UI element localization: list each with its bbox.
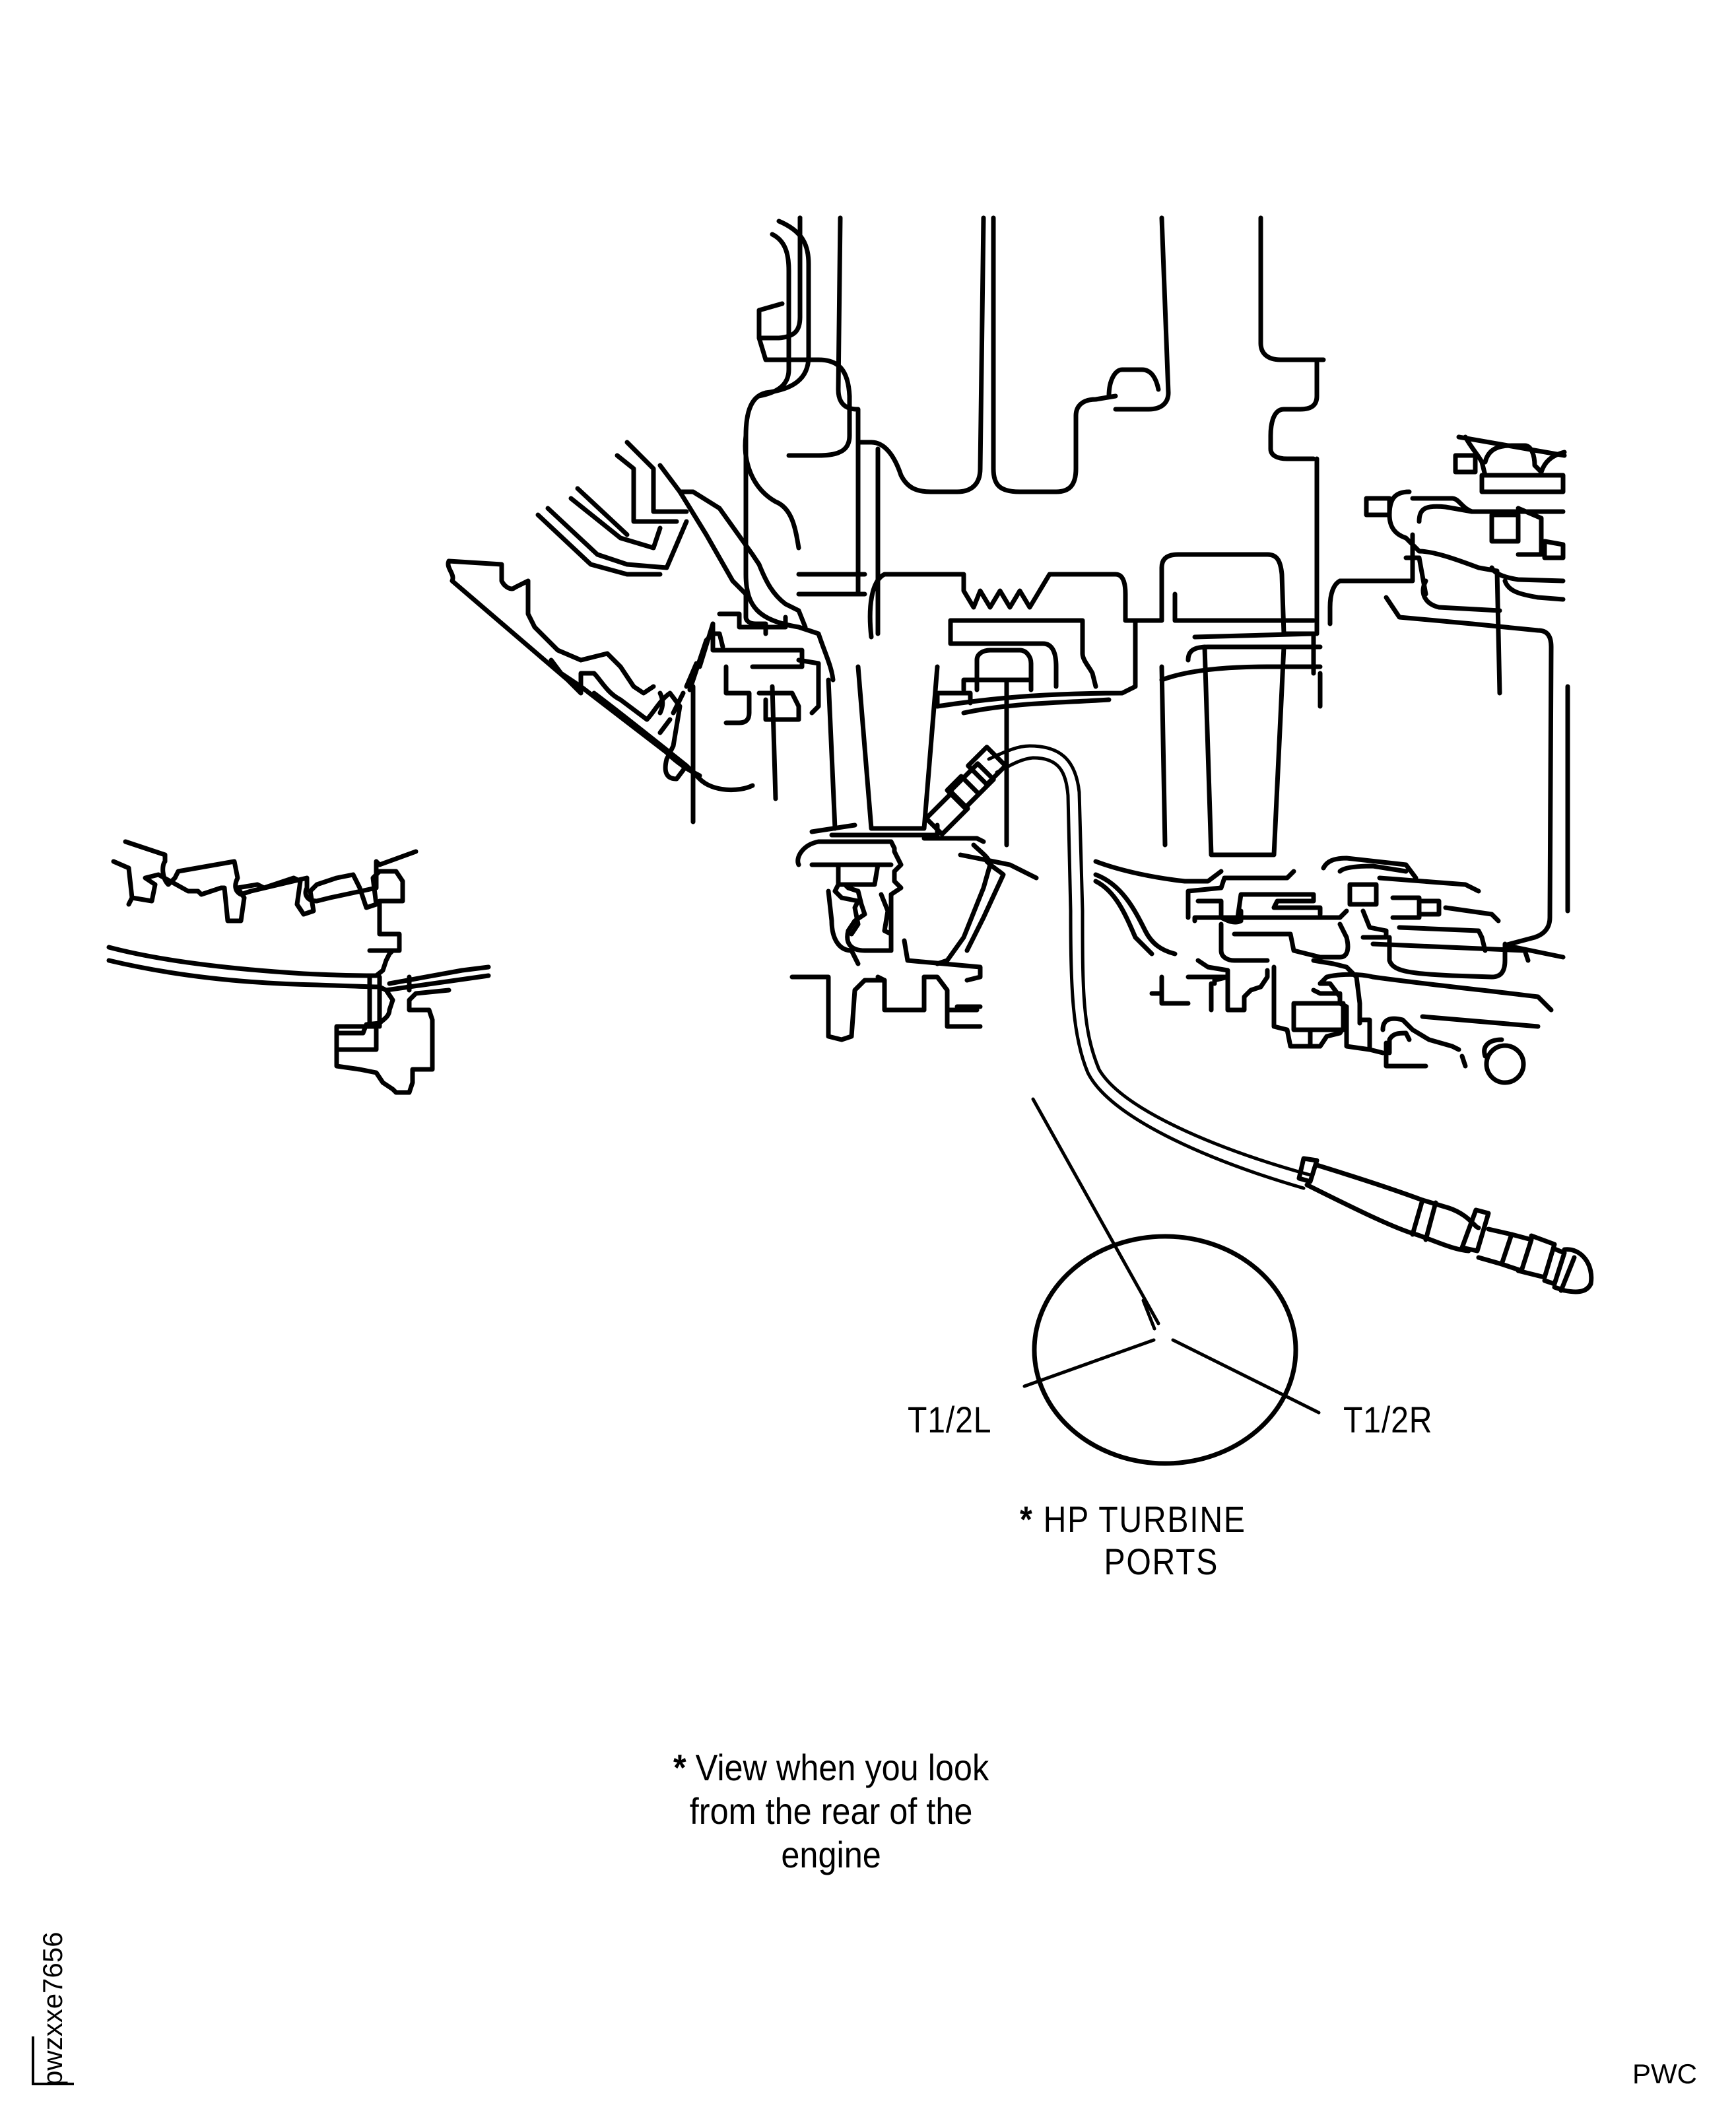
lower-rotor-right <box>958 852 1554 1085</box>
asterisk-icon: * <box>1020 1498 1034 1540</box>
right-casing <box>1327 434 1567 960</box>
note-line3: engine <box>781 1834 881 1875</box>
note-asterisk-icon: * <box>673 1747 686 1788</box>
figure-id-bracket <box>32 2036 74 2085</box>
port-view-callout <box>1022 1097 1321 1466</box>
lower-rotor-middle <box>789 822 1006 1042</box>
port-label-left: T1/2L <box>908 1399 992 1440</box>
figure-id: pwzxxe7656 <box>37 1931 68 2086</box>
combustor-liner <box>446 558 755 793</box>
ports-title-line1: HP TURBINE <box>1043 1498 1246 1540</box>
thermocouple-probe <box>923 744 1594 1294</box>
blade-platforms <box>796 440 1323 716</box>
view-note: * View when you look from the rear of th… <box>673 1746 989 1877</box>
note-line2: from the rear of the <box>689 1790 973 1832</box>
callout-leader-line <box>1031 1097 1160 1325</box>
port-leader-left <box>1022 1338 1156 1388</box>
ports-title-line2: PORTS <box>1104 1541 1219 1582</box>
left-inlet-duct <box>535 440 821 735</box>
note-line1: View when you look <box>695 1747 989 1788</box>
hp-turbine-ports-title: * HP TURBINE PORTS <box>1020 1498 1246 1583</box>
port-label-right: T1/2R <box>1343 1399 1433 1440</box>
upper-casing <box>743 215 1326 683</box>
gas-path <box>657 644 1570 914</box>
brand-label: PWC <box>1632 2058 1697 2089</box>
port-leader-right <box>1171 1338 1321 1415</box>
lower-rotor-left <box>106 839 491 1095</box>
port-view-circle-icon <box>1032 1234 1298 1466</box>
